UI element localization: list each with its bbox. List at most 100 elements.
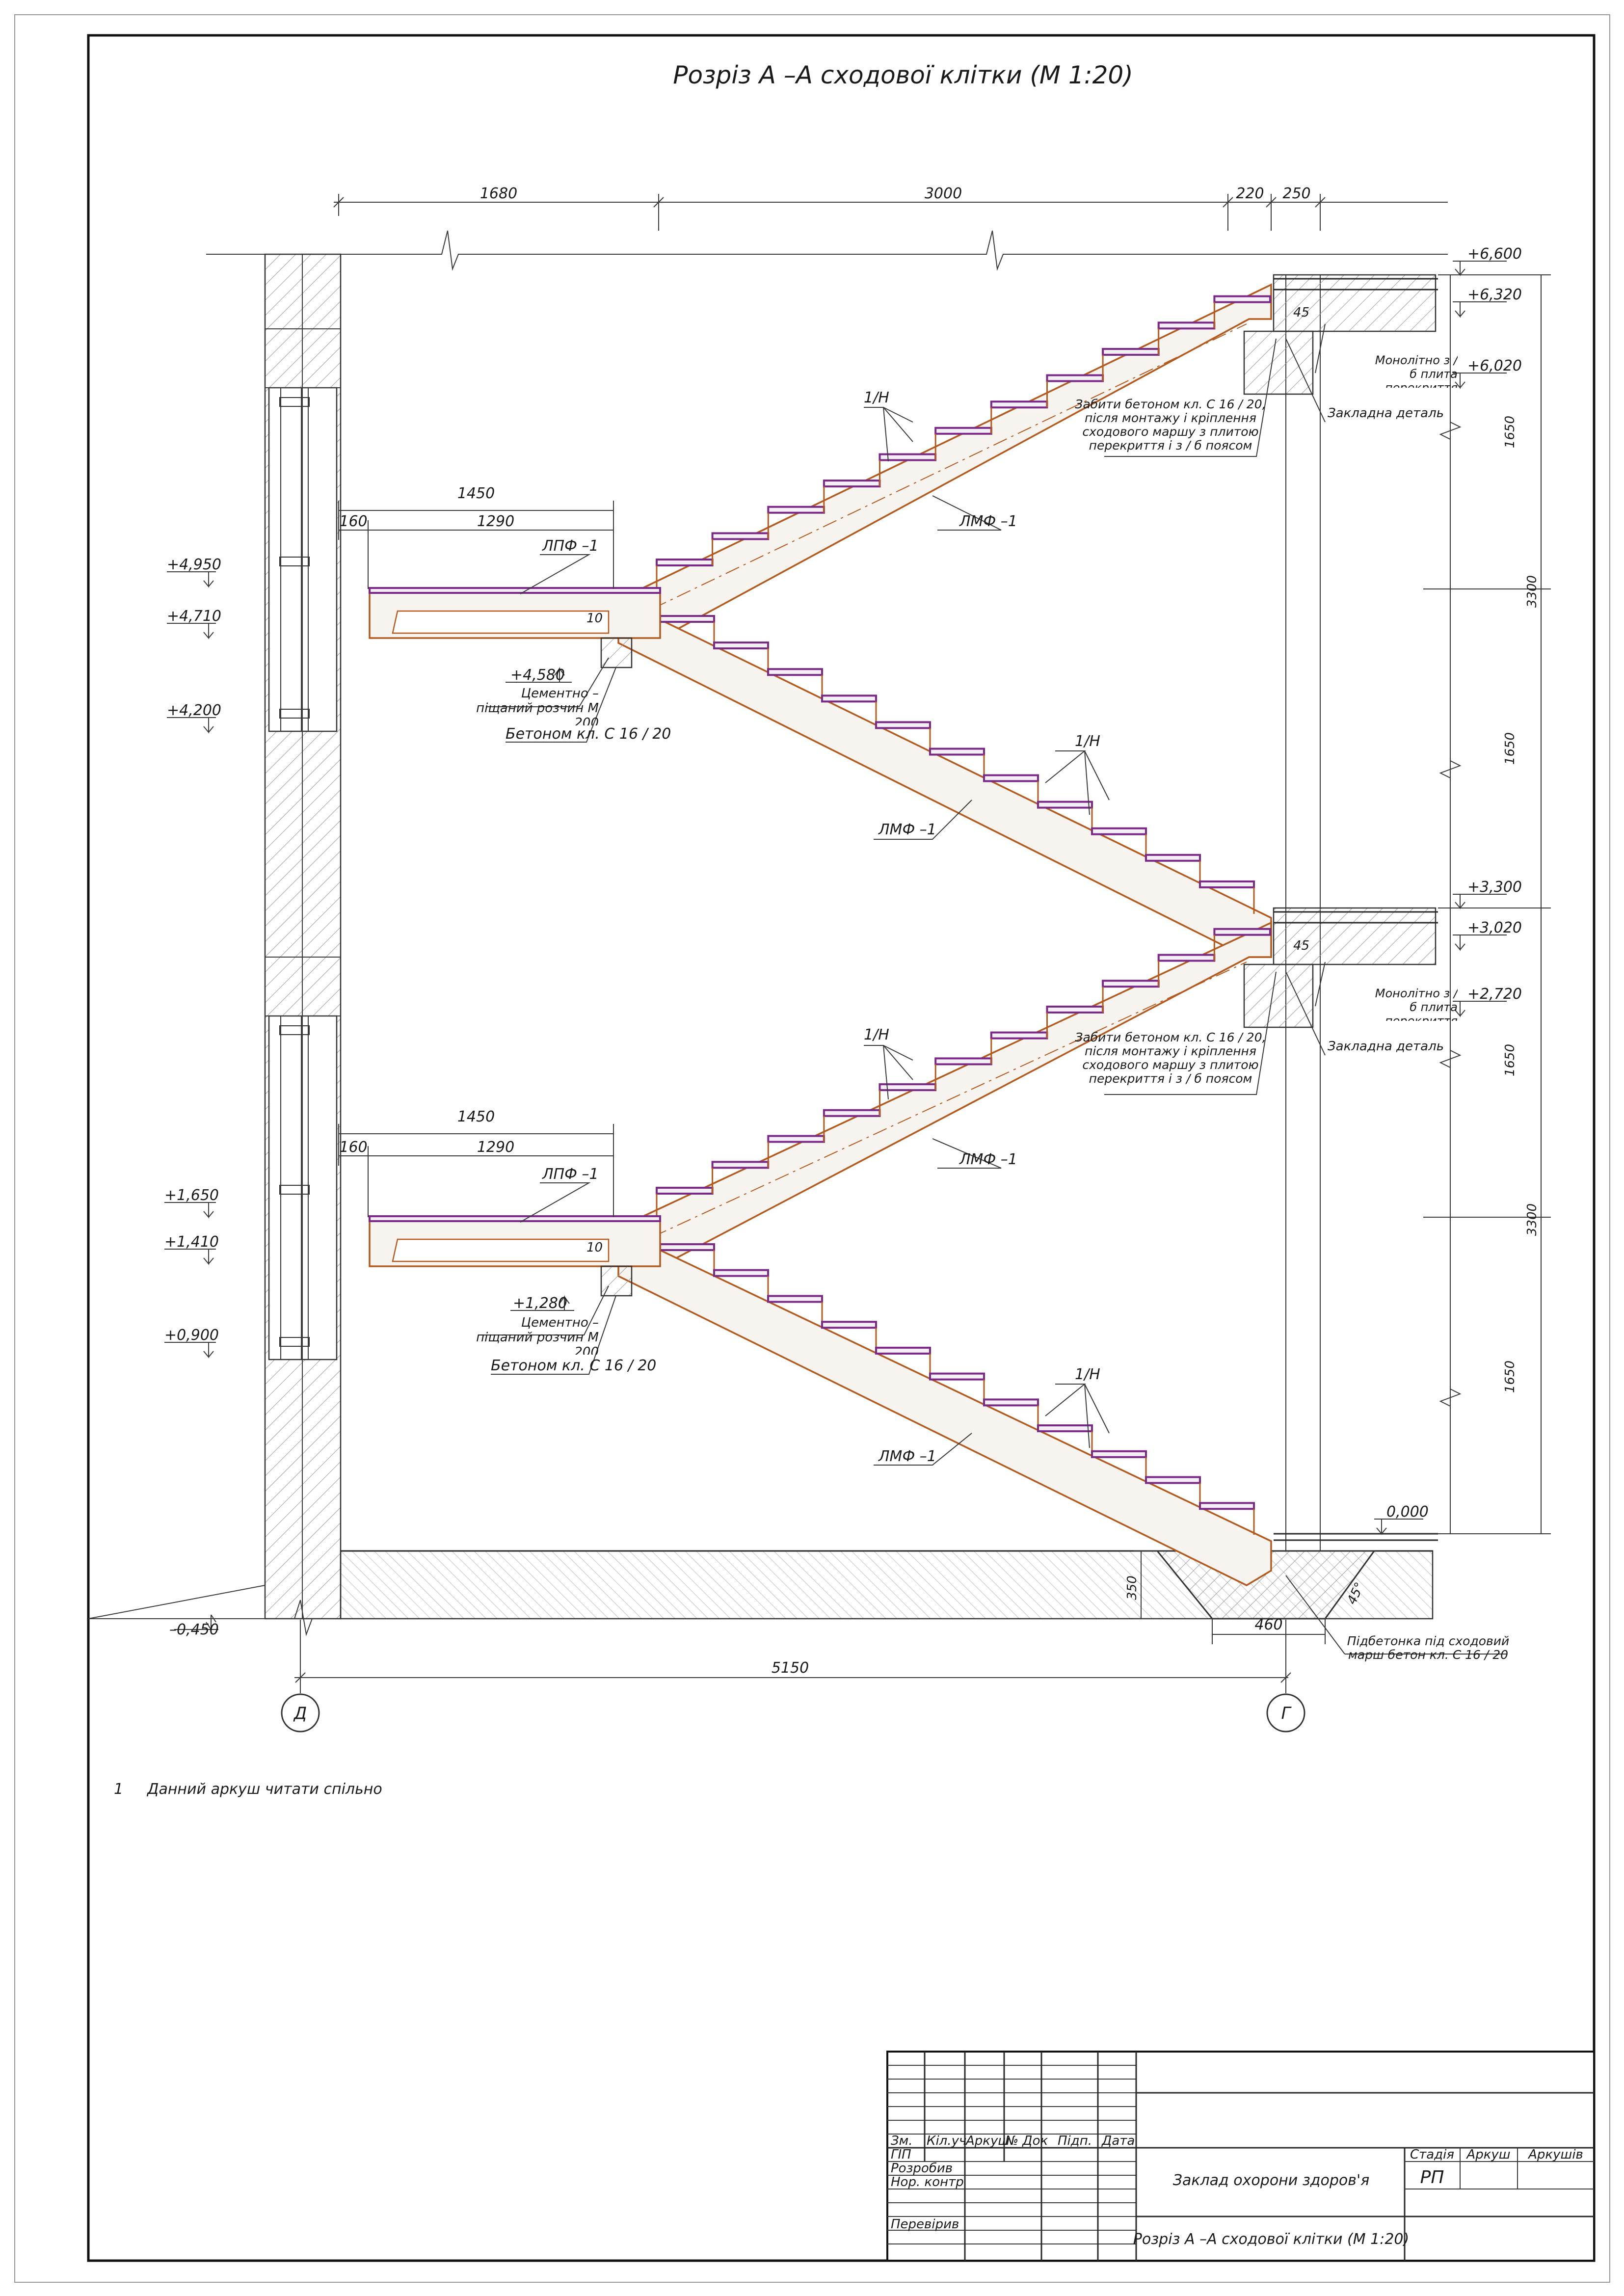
title-block [886, 2051, 1595, 2262]
tb-header-data: Дата [1101, 2134, 1135, 2148]
stair-tread [929, 748, 985, 756]
stair-tread [659, 615, 715, 623]
stair-tread [1213, 928, 1271, 936]
dim-top-1680: 1680 [480, 185, 517, 202]
note-monolith-lower: Монолітно з / б плита перекриття [1375, 987, 1458, 1021]
landing-dimension-lower [338, 1124, 614, 1217]
right-height-dimensions [1423, 274, 1551, 1534]
stair-tread [713, 641, 769, 650]
label-flight-1: ЛМФ –1 [959, 513, 1017, 530]
joint-45-upper: 45 [1293, 305, 1309, 320]
drawing-title: Розріз А –А сходової клітки (М 1:20) [673, 61, 1133, 89]
landing-gap-upper: 10 [586, 611, 603, 626]
left-level-marks [164, 571, 218, 1631]
label-tread-1: 1/Н [864, 389, 889, 406]
note-concrete-lower: Бетоном кл. С 16 / 20 [491, 1357, 656, 1374]
note-concrete-upper: Бетоном кл. С 16 / 20 [506, 725, 671, 743]
left-wall [264, 253, 342, 1620]
stair-tread [821, 694, 877, 703]
dim-3300-b: 3300 [1525, 1203, 1540, 1236]
stair-tread [656, 1187, 714, 1195]
level-6600: +6,600 [1467, 245, 1522, 263]
tb-stage-value: РП [1420, 2167, 1444, 2188]
stair-tread [875, 721, 931, 729]
stair-tread [711, 532, 770, 540]
axis-marker-d [281, 1693, 320, 1733]
stair-tread [1102, 980, 1160, 988]
tb-role-norm: Нор. контр [891, 2175, 964, 2189]
level-0900: +0,900 [164, 1327, 219, 1344]
joint-45-lower: 45 [1293, 938, 1309, 953]
note-mortar-lower: Цементно –піщаний розчин М 200 [476, 1315, 599, 1355]
label-flight-4: ЛМФ –1 [878, 1448, 936, 1465]
dim-3300-a: 3300 [1525, 575, 1540, 608]
dim-top-250: 250 [1282, 185, 1310, 202]
dim-top-3000: 3000 [925, 185, 962, 202]
stair-tread [929, 1372, 985, 1381]
stair-tread [1091, 827, 1147, 835]
dim-top-220: 220 [1236, 185, 1264, 202]
level-minus-0450: –0,450 [169, 1621, 219, 1638]
stair-tread [875, 1346, 931, 1355]
stair-tread [1046, 374, 1104, 382]
dim-1650-a: 1650 [1503, 416, 1518, 448]
level-4710: +4,710 [167, 608, 221, 625]
dim-1650-d: 1650 [1503, 1361, 1518, 1393]
dim-pit-460: 460 [1254, 1616, 1282, 1633]
landing-level-upper-mark [506, 667, 572, 683]
stair-tread [713, 1269, 769, 1277]
label-tread-3: 1/Н [864, 1026, 889, 1043]
tb-sheets-label: Аркушів [1527, 2147, 1583, 2162]
stair-tread [934, 1057, 992, 1066]
level-0000: 0,000 [1386, 1503, 1429, 1521]
landing-level-lower-mark [510, 1295, 574, 1311]
stair-tread [767, 506, 825, 514]
stair-tread [1199, 1502, 1255, 1510]
label-tread-2: 1/Н [1075, 733, 1100, 750]
stair-tread [711, 1161, 770, 1169]
label-flight-2: ЛМФ –1 [878, 821, 936, 838]
level-3020: +3,020 [1467, 919, 1522, 936]
note-fill-lower: Забити бетоном кл. С 16 / 20, після монт… [1075, 1031, 1266, 1086]
stair-tread [983, 1398, 1039, 1407]
tb-header-dok: № Док [1004, 2134, 1048, 2148]
dim-1450-lower: 1450 [457, 1108, 495, 1125]
level-1650: +1,650 [164, 1187, 219, 1204]
axis-marker-g [1266, 1693, 1305, 1733]
label-tread-4: 1/Н [1075, 1366, 1100, 1383]
tb-role-gip: ГІП [891, 2147, 911, 2162]
right-level-marks [1374, 261, 1507, 1535]
stair-tread [1046, 1005, 1104, 1014]
axis-label-d: Д [293, 1704, 307, 1723]
level-4200: +4,200 [167, 702, 221, 719]
note-text: Данний аркуш читати спільно [146, 1781, 382, 1798]
leader-lines [479, 323, 1507, 1655]
stair-flights [617, 283, 1272, 1586]
stair-tread [983, 774, 1039, 782]
level-2720: +2,720 [1467, 986, 1522, 1003]
tb-stage-label: Стадія [1410, 2147, 1454, 2162]
stair-tread [879, 1083, 937, 1092]
stair-tread [1199, 880, 1255, 888]
stair-tread [821, 1321, 877, 1329]
level-1410: +1,410 [164, 1233, 219, 1251]
stair-tread [659, 1243, 715, 1251]
tb-header-zm: Зм. [891, 2134, 913, 2148]
stair-tread [990, 1031, 1048, 1040]
note-mortar-upper: Цементно –піщаний розчин М 200 [476, 686, 599, 725]
stair-tread [1091, 1450, 1147, 1458]
stair-tread [1157, 321, 1216, 330]
stair-tread [990, 400, 1048, 409]
stair-tread [934, 427, 992, 435]
stair-tread [1213, 295, 1271, 303]
sheet-border [14, 14, 1610, 2283]
level-6020: +6,020 [1467, 357, 1522, 374]
dim-1290-lower: 1290 [477, 1139, 514, 1156]
base-dimension [294, 1620, 1291, 1693]
right-structure [1243, 274, 1438, 1551]
level-6320: +6,320 [1467, 286, 1522, 303]
stair-tread [767, 1295, 823, 1303]
ground-and-foundation [88, 1550, 1434, 1636]
tb-sheet-label: Аркуш [1465, 2147, 1510, 2162]
